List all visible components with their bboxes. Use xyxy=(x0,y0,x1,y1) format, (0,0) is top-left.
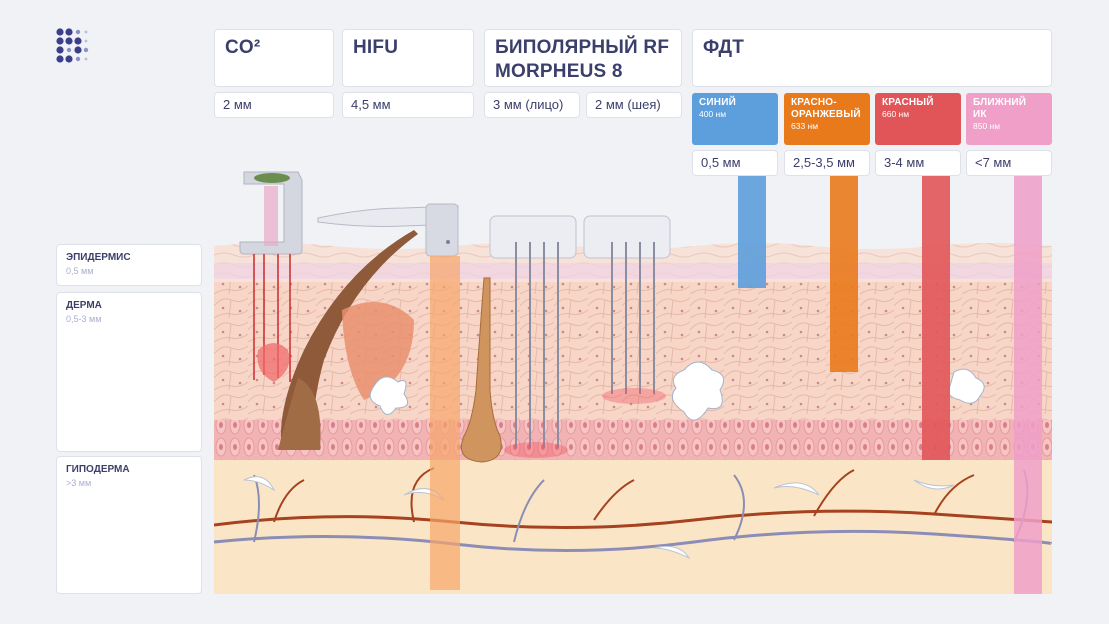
band-name: КРАСНО- xyxy=(791,97,837,108)
depth-hifu: 4,5 мм xyxy=(342,92,474,118)
depth-rf-face: 3 мм (лицо) xyxy=(484,92,580,118)
pdt-band-red: КРАСНЫЙ 660 нм xyxy=(875,93,961,145)
depth-pdt-near-ir: <7 мм xyxy=(966,150,1052,176)
pdt-column-blue xyxy=(738,176,766,288)
band-wavelength: 633 нм xyxy=(791,121,819,131)
band-name: КРАСНЫЙ xyxy=(882,97,934,108)
hair-follicle xyxy=(278,230,418,450)
depth-pdt-red: 3-4 мм xyxy=(875,150,961,176)
pdt-band-red-orange: КРАСНО- ОРАНЖЕВЫЙ 633 нм xyxy=(784,93,870,145)
method-header-co2: CO² xyxy=(214,29,334,87)
band-wavelength: 660 нм xyxy=(882,109,910,119)
method-header-pdt: ФДТ xyxy=(692,29,1052,87)
method-title-line: MORPHEUS 8 xyxy=(495,61,623,82)
layer-name: ЭПИДЕРМИС xyxy=(66,252,131,263)
layer-card-epidermis: ЭПИДЕРМИС 0,5 мм xyxy=(56,244,202,286)
band-name: ИК xyxy=(973,109,987,120)
depth-pdt-red-orange: 2,5-3,5 мм xyxy=(784,150,870,176)
sweat-gland xyxy=(460,277,502,463)
layer-card-hypodermis: ГИПОДЕРМА >3 мм xyxy=(56,456,202,594)
depth-pdt-blue: 0,5 мм xyxy=(692,150,778,176)
layer-card-dermis: ДЕРМА 0,5-3 мм xyxy=(56,292,202,452)
method-header-rf: БИПОЛЯРНЫЙ RF MORPHEUS 8 xyxy=(484,29,682,87)
pdt-band-blue: СИНИЙ 400 нм xyxy=(692,93,778,145)
fibroblast-cell xyxy=(671,361,725,421)
layer-depth: 0,5 мм xyxy=(66,266,94,276)
co2-device xyxy=(239,171,303,382)
rf-face-needles xyxy=(489,215,577,458)
depth-co2: 2 мм xyxy=(214,92,334,118)
band-wavelength: 850 нм xyxy=(973,121,1001,131)
fibroblast-cell xyxy=(369,376,409,415)
brand-logo xyxy=(56,28,89,63)
pdt-column-red xyxy=(922,176,950,460)
basal-layer xyxy=(214,420,1052,460)
layer-name: ДЕРМА xyxy=(66,300,102,311)
band-name: СИНИЙ xyxy=(699,97,737,108)
layer-name: ГИПОДЕРМА xyxy=(66,464,130,475)
pdt-column-red-orange xyxy=(830,176,858,372)
hifu-device xyxy=(317,203,460,590)
rf-neck-needles xyxy=(583,215,671,404)
layer-depth: >3 мм xyxy=(66,478,92,488)
pdt-column-near-ir xyxy=(1014,176,1042,594)
fibroblast-cell xyxy=(947,368,985,404)
blood-vessel xyxy=(214,509,1052,530)
depth-rf-neck: 2 мм (шея) xyxy=(586,92,682,118)
band-name: БЛИЖНИЙ xyxy=(973,97,1027,108)
method-header-hifu: HIFU xyxy=(342,29,474,87)
skin-cross-section xyxy=(214,171,1052,594)
band-name: ОРАНЖЕВЫЙ xyxy=(791,109,861,120)
band-wavelength: 400 нм xyxy=(699,109,727,119)
vein xyxy=(214,529,1052,553)
layer-depth: 0,5-3 мм xyxy=(66,314,102,324)
method-title-line: БИПОЛЯРНЫЙ RF xyxy=(495,37,670,58)
pdt-band-near-ir: БЛИЖНИЙ ИК 850 нм xyxy=(966,93,1052,145)
